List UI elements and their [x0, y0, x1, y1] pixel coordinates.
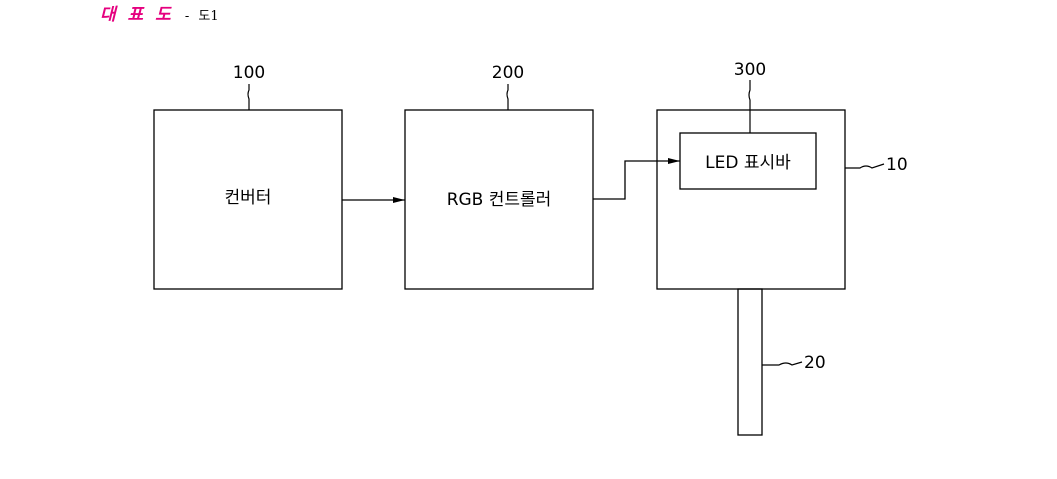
led-bar-label: LED 표시바 — [705, 153, 791, 173]
pole-ref-leader — [762, 362, 802, 365]
led-bar-ref-leader — [749, 80, 750, 133]
body-ref-number: 10 — [886, 155, 908, 175]
controller-to-led-arrow — [593, 161, 680, 199]
led-bar-ref-number: 300 — [734, 60, 766, 80]
converter-ref-leader — [248, 84, 249, 110]
body-ref-leader — [845, 164, 884, 168]
rgb-controller-label: RGB 컨트롤러 — [447, 190, 552, 210]
converter-ref-number: 100 — [233, 63, 265, 83]
pole-ref-number: 20 — [804, 353, 826, 373]
converter-label: 컨버터 — [225, 188, 272, 208]
pole-box — [738, 289, 762, 435]
rgb-controller-ref-number: 200 — [492, 63, 524, 83]
rgb-controller-ref-leader — [507, 84, 508, 110]
